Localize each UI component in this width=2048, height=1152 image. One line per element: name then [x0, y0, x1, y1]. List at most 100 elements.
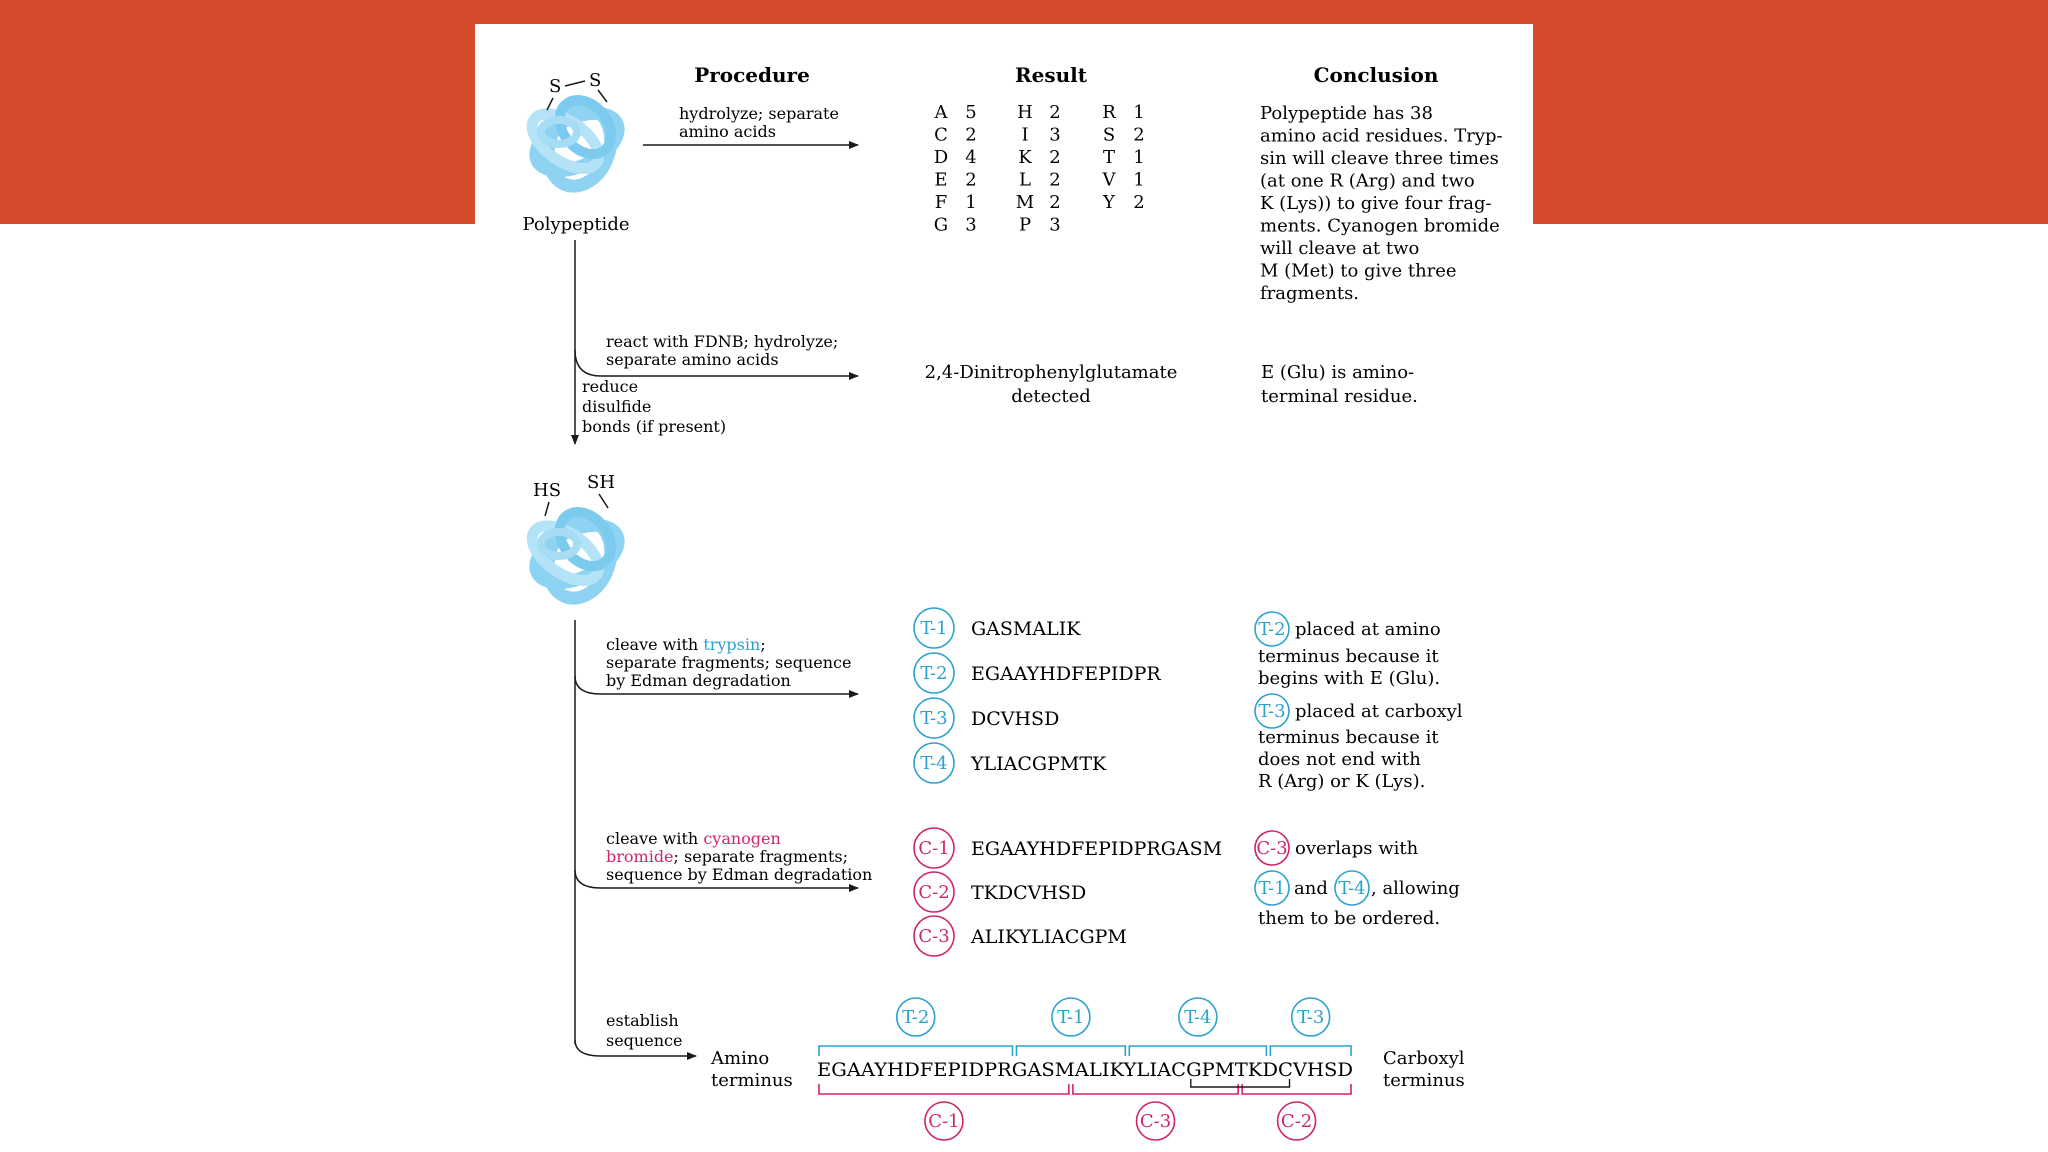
cnbr-text-1: cleave with cyanogen: [606, 829, 781, 848]
trypsin-text-3: by Edman degradation: [606, 671, 791, 690]
tc-a-1: placed at amino: [1295, 619, 1441, 640]
fragment-badge-label: T-3: [920, 708, 947, 729]
badge-t3-label: T-3: [1258, 701, 1285, 722]
final-trypsin-badge-label: T-1: [1057, 1007, 1084, 1028]
tc-b-2: terminus because it: [1258, 727, 1439, 748]
fragment-sequence: DCVHSD: [971, 708, 1059, 730]
fragment-badge-label: C-1: [918, 838, 949, 859]
composition-letter: E: [934, 170, 947, 191]
badge-circle: [1334, 870, 1370, 906]
fragment-badge-circle: [913, 742, 955, 784]
fdnb-text-1: react with FDNB; hydrolyze;: [606, 332, 838, 351]
glu-conclusion-2: terminal residue.: [1261, 386, 1418, 407]
fragment-badge-label: T-4: [920, 753, 947, 774]
composition-letter: M: [1016, 192, 1034, 213]
composition-count: 2: [1049, 102, 1060, 123]
final-trypsin-badge-circle: [1178, 997, 1218, 1037]
cnbr-bracket: [818, 1084, 1070, 1095]
composition-count: 2: [965, 125, 976, 146]
fragment-badge-circle: [913, 607, 955, 649]
cc-allowing: , allowing: [1371, 878, 1460, 899]
composition-letter: R: [1102, 102, 1116, 123]
fragment-sequence: GASMALIK: [971, 618, 1081, 640]
cc-line3: them to be ordered.: [1258, 908, 1440, 929]
fragment-badge-circle: [913, 652, 955, 694]
cnbr-conclusion: C-3 overlaps with T-1 and T-4 , allowing…: [1254, 830, 1460, 929]
cnbr-bracket: [1072, 1084, 1239, 1095]
composition-count: 3: [965, 215, 976, 236]
sequencing-diagram: Procedure Result Conclusion S S Polypept…: [475, 63, 1503, 1141]
fragment-badge-label: T-1: [920, 618, 947, 639]
composition-conclusion-line: ments. Cyanogen bromide: [1260, 216, 1500, 237]
composition-letter: I: [1021, 125, 1028, 146]
establish-text-2: sequence: [606, 1031, 682, 1050]
dnp-result-1: 2,4-Dinitrophenylglutamate: [925, 362, 1178, 383]
composition-conclusion-line: will cleave at two: [1260, 238, 1419, 259]
hs-tick: [544, 501, 550, 517]
fragment-badge-circle: [913, 871, 955, 913]
composition-letter: A: [934, 102, 949, 123]
composition-count: 2: [1049, 192, 1060, 213]
badge-c3-label: C-3: [1256, 838, 1287, 859]
composition-letter: D: [934, 147, 948, 168]
composition-count: 2: [1133, 192, 1144, 213]
fragment-sequence: EGAAYHDFEPIDPR: [971, 663, 1161, 685]
trypsin-fragments: T-1 GASMALIK T-2 EGAAYHDFEPIDPR T-3 DCVHSD T-4…: [913, 607, 1161, 784]
fdnb-text-2: separate amino acids: [606, 350, 779, 369]
final-trypsin-badge-label: T-3: [1297, 1007, 1324, 1028]
composition-count: 1: [1133, 170, 1144, 191]
trypsin-text-1: cleave with trypsin;: [606, 635, 766, 654]
composition-count: 4: [965, 147, 976, 168]
tc-a-3: begins with E (Glu).: [1258, 668, 1440, 689]
tc-b-3: does not end with: [1258, 749, 1421, 770]
composition-count: 1: [1133, 147, 1144, 168]
sh-label: SH: [587, 472, 615, 493]
carboxyl-terminus-1: Carboxyl: [1383, 1048, 1465, 1069]
composition-letter: P: [1019, 215, 1031, 236]
composition-conclusion-line: Polypeptide has 38: [1260, 103, 1433, 124]
composition-count: 2: [1049, 170, 1060, 191]
conclusion-header: Conclusion: [1314, 63, 1439, 87]
trypsin-bracket: [1269, 1045, 1352, 1056]
polypeptide-label: Polypeptide: [522, 214, 629, 235]
fragment-sequence: EGAAYHDFEPIDPRGASM: [971, 838, 1222, 860]
final-cnbr-badge-label: C-3: [1140, 1111, 1171, 1132]
fragment-badge-circle: [913, 697, 955, 739]
disulfide-s-right: S: [589, 70, 601, 91]
trypsin-arrow: [574, 675, 859, 698]
disulfide-s-left: S: [549, 76, 561, 97]
badge-circle: [1254, 693, 1290, 729]
fragment-badge-circle: [913, 915, 955, 957]
composition-letter: L: [1019, 170, 1031, 191]
fragment-badge-circle: [913, 827, 955, 869]
badge-t4-label: T-4: [1338, 878, 1365, 899]
polypeptide-icon: [523, 90, 627, 195]
final-cnbr-badge-circle: [924, 1101, 964, 1141]
composition-letter: K: [1018, 147, 1032, 168]
fdnb-arrow: [574, 349, 859, 380]
badge-circle: [1254, 611, 1290, 647]
figure-panel: Procedure Result Conclusion S S Polypept…: [475, 24, 1533, 1152]
fragment-sequence: YLIACGPMTK: [970, 753, 1107, 775]
hydrolyze-text-2: amino acids: [679, 122, 776, 141]
composition-letter: H: [1017, 102, 1033, 123]
fragment-badge-label: T-2: [920, 663, 947, 684]
composition-conclusion-line: M (Met) to give three: [1260, 261, 1457, 282]
fragment-badge-label: C-3: [918, 926, 949, 947]
composition-letter: G: [934, 215, 948, 236]
carboxyl-terminus-2: terminus: [1383, 1070, 1465, 1091]
final-trypsin-badge-label: T-4: [1184, 1007, 1211, 1028]
tc-b-1: placed at carboxyl: [1295, 701, 1463, 722]
disulfide-tick-right: [597, 89, 608, 103]
composition-conclusion-line: amino acid residues. Tryp-: [1260, 126, 1503, 147]
establish-arrow: [574, 1039, 697, 1060]
composition-count: 2: [1133, 125, 1144, 146]
cnbr-arrow: [574, 869, 859, 892]
composition-conclusion-line: sin will cleave three times: [1260, 148, 1499, 169]
composition-letter: F: [935, 192, 948, 213]
amino-terminus-1: Amino: [710, 1048, 769, 1069]
composition-letter: Y: [1102, 192, 1116, 213]
badge-circle: [1254, 870, 1290, 906]
